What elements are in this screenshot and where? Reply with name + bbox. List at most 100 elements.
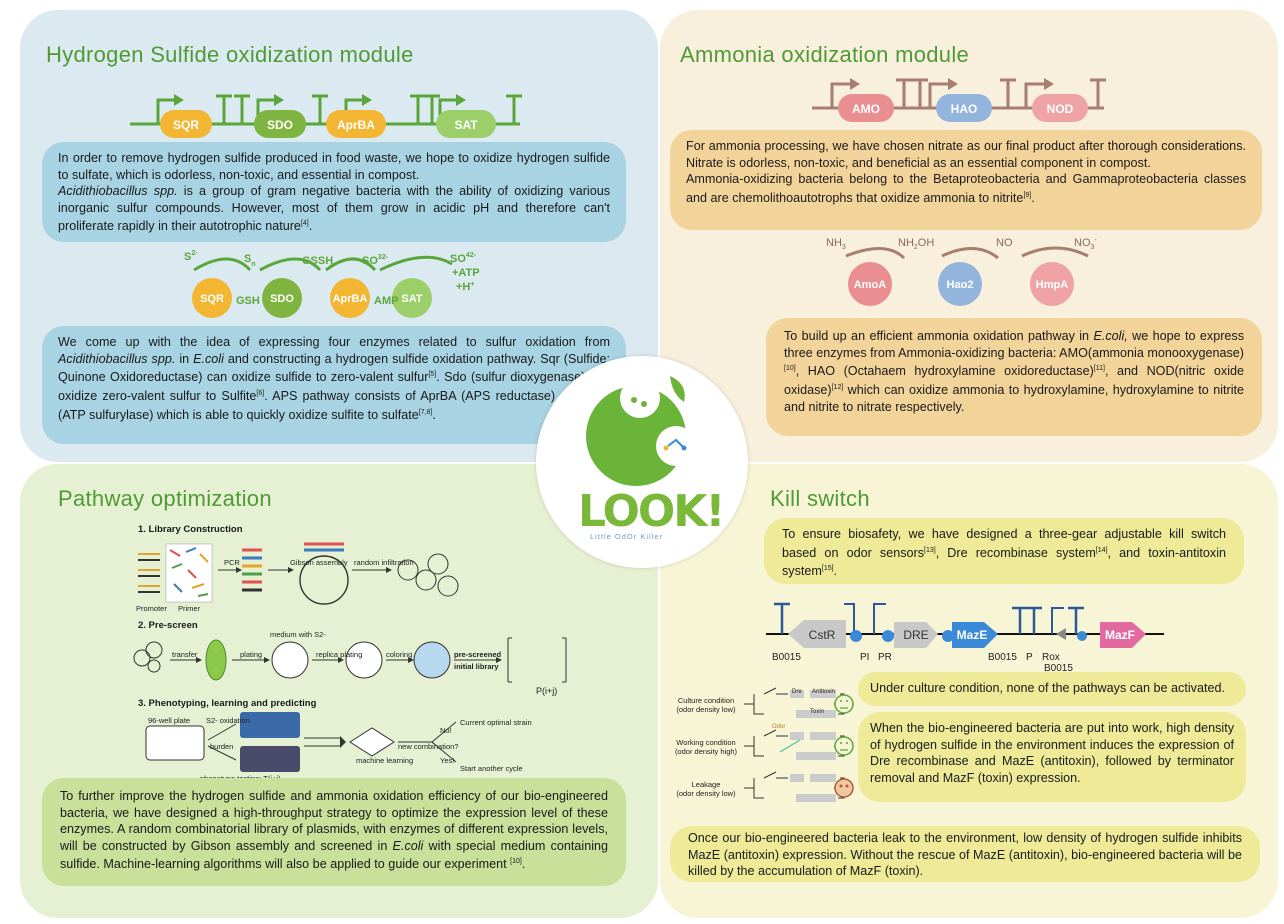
transfer-label: transfer: [172, 650, 198, 659]
logo-mark-icon: [586, 376, 696, 486]
ml-label: machine learning: [356, 756, 414, 765]
gene-sat: SAT: [454, 118, 478, 132]
step2-title: 2. Pre-screen: [138, 620, 198, 631]
plate-label: 96-well plate: [148, 716, 191, 725]
condition-switch-diagrams: [744, 687, 845, 802]
svg-text:NH2OH: NH2OH: [898, 237, 934, 251]
svg-text:+ATP: +ATP: [452, 267, 480, 279]
another-label: Start another cycle: [460, 764, 523, 773]
kill-text-box-1: To ensure biosafety, we have designed a …: [764, 518, 1244, 584]
enzyme-sat: [392, 278, 432, 318]
enzyme-amoa: [848, 262, 892, 306]
prescreened-label: pre-screened: [454, 650, 502, 659]
nh3-pathway: AmoA Hao2 HmpA NH3 NH2OH NO NO3-: [826, 237, 1097, 306]
kill-switch-circuit: CstR DRE MazE MazF: [766, 602, 1164, 648]
svg-text:SAT: SAT: [401, 293, 422, 305]
svg-text:DRE: DRE: [903, 628, 928, 642]
coloring-label: coloring: [386, 650, 413, 659]
b0015-label-2: B0015: [988, 652, 1017, 663]
kill-title: Kill switch: [770, 486, 870, 511]
step1-title: 1. Library Construction: [138, 524, 243, 535]
status-faces: [834, 694, 854, 798]
p-prom-label: P: [1026, 652, 1033, 663]
kill-leak-box: Once our bio-engineered bacteria leak to…: [670, 826, 1260, 882]
nh3-text-box-2: To build up an efficient ammonia oxidati…: [766, 318, 1262, 436]
gibson-label: Gibson assembly: [290, 558, 348, 567]
h2s-gene-circuit: SQR SDO AprBA SAT: [130, 94, 522, 138]
svg-text:NOD: NOD: [1047, 102, 1074, 116]
svg-text:HAO: HAO: [951, 102, 978, 116]
enzyme-sqr: [192, 278, 232, 318]
initial-library-label: initial library: [454, 662, 499, 671]
nh3-title: Ammonia oxidization module: [680, 42, 970, 67]
pi-label: PI: [860, 652, 870, 663]
replica-label: replica plating: [316, 650, 363, 659]
svg-text:NO3-: NO3-: [1074, 237, 1097, 251]
prescreen-figure: [133, 637, 567, 683]
odor-label: Odor: [772, 724, 786, 730]
condition-leakage: Leakage(odor density low): [676, 780, 736, 798]
svg-text:GSSH: GSSH: [302, 255, 333, 267]
logo-subtitle: Little OdOr Killer: [590, 532, 664, 541]
svg-text:AmoA: AmoA: [854, 279, 886, 291]
b0015-label-1: B0015: [772, 652, 801, 663]
burden-label: burden: [210, 742, 234, 751]
antitoxin-label: Antitoxin: [812, 689, 836, 695]
enzyme-hmpa: [1030, 262, 1074, 306]
gene-aprba: AprBA: [337, 118, 375, 132]
svg-text:Hao2: Hao2: [947, 279, 974, 291]
pathway-text-box: To further improve the hydrogen sulfide …: [42, 778, 626, 886]
phenotyping-figure: [145, 712, 457, 772]
yes-label: Yes!: [440, 756, 455, 765]
svg-text:SDO: SDO: [270, 293, 294, 305]
nh3-gene-circuit: AMO HAO NOD: [812, 78, 1106, 122]
rox-label: Rox: [1042, 652, 1060, 663]
primer-label: Primer: [178, 604, 201, 613]
plating-label: plating: [240, 650, 263, 659]
no-label: No!: [440, 726, 452, 735]
pathway-title: Pathway optimization: [58, 486, 272, 511]
happy-face-icon: [834, 736, 854, 756]
svg-text:NO: NO: [996, 237, 1013, 249]
logo-text: LOOK!: [578, 486, 725, 537]
medium-label: medium with S2-: [270, 630, 326, 639]
svg-text:GSH: GSH: [236, 295, 260, 307]
svg-text:CstR: CstR: [809, 628, 836, 642]
kill-working-box: When the bio-engineered bacteria are put…: [858, 712, 1246, 802]
kill-culture-box: Under culture condition, none of the pat…: [858, 672, 1246, 706]
svg-text:NH3: NH3: [826, 237, 846, 251]
h2s-text-box-2: We come up with the idea of expressing f…: [42, 326, 626, 444]
b0015-label-3: B0015: [1044, 663, 1073, 674]
dre-label: Dre: [792, 689, 802, 695]
svg-text:SO32-: SO32-: [362, 254, 389, 267]
svg-text:AMO: AMO: [852, 102, 880, 116]
happy-face-icon: [834, 694, 854, 714]
enzyme-sdo: [262, 278, 302, 318]
logo-word: LOOK!: [578, 486, 725, 537]
svg-text:MazF: MazF: [1105, 628, 1135, 642]
svg-text:MazE: MazE: [957, 628, 988, 642]
svg-text:SO42-: SO42-: [450, 252, 477, 265]
svg-text:AprBA: AprBA: [333, 293, 368, 305]
h2s-pathway: SQR SDO AprBA SAT S2- Sn GSSH SO32- SO42…: [184, 250, 480, 318]
condition-culture: Culture condition(odor density low): [676, 696, 736, 714]
pr-label: PR: [878, 652, 892, 663]
gene-sdo: SDO: [267, 118, 293, 132]
step3-title: 3. Phenotyping, learning and predicting: [138, 698, 317, 709]
gene-sqr: SQR: [173, 118, 199, 132]
h2s-text-box-1: In order to remove hydrogen sulfide prod…: [42, 142, 626, 242]
promoter-label: Promoter: [136, 604, 167, 613]
nh3-text-box-1: For ammonia processing, we have chosen n…: [670, 130, 1262, 230]
enzyme-hao2: [938, 262, 982, 306]
h2s-title: Hydrogen Sulfide oxidization module: [46, 42, 414, 67]
pcr-label: PCR: [224, 558, 240, 567]
svg-text:Sn: Sn: [244, 253, 256, 268]
current-label: Current optimal strain: [460, 718, 532, 727]
random-label: random infiltration: [354, 558, 414, 567]
p-label: P(i+j): [536, 686, 558, 696]
toxin-label: Toxin: [810, 709, 825, 715]
enzyme-aprba: [330, 278, 370, 318]
svg-text:AMP: AMP: [374, 295, 398, 307]
newcomb-label: new combination?: [398, 742, 459, 751]
svg-text:+H+: +H+: [456, 281, 474, 293]
